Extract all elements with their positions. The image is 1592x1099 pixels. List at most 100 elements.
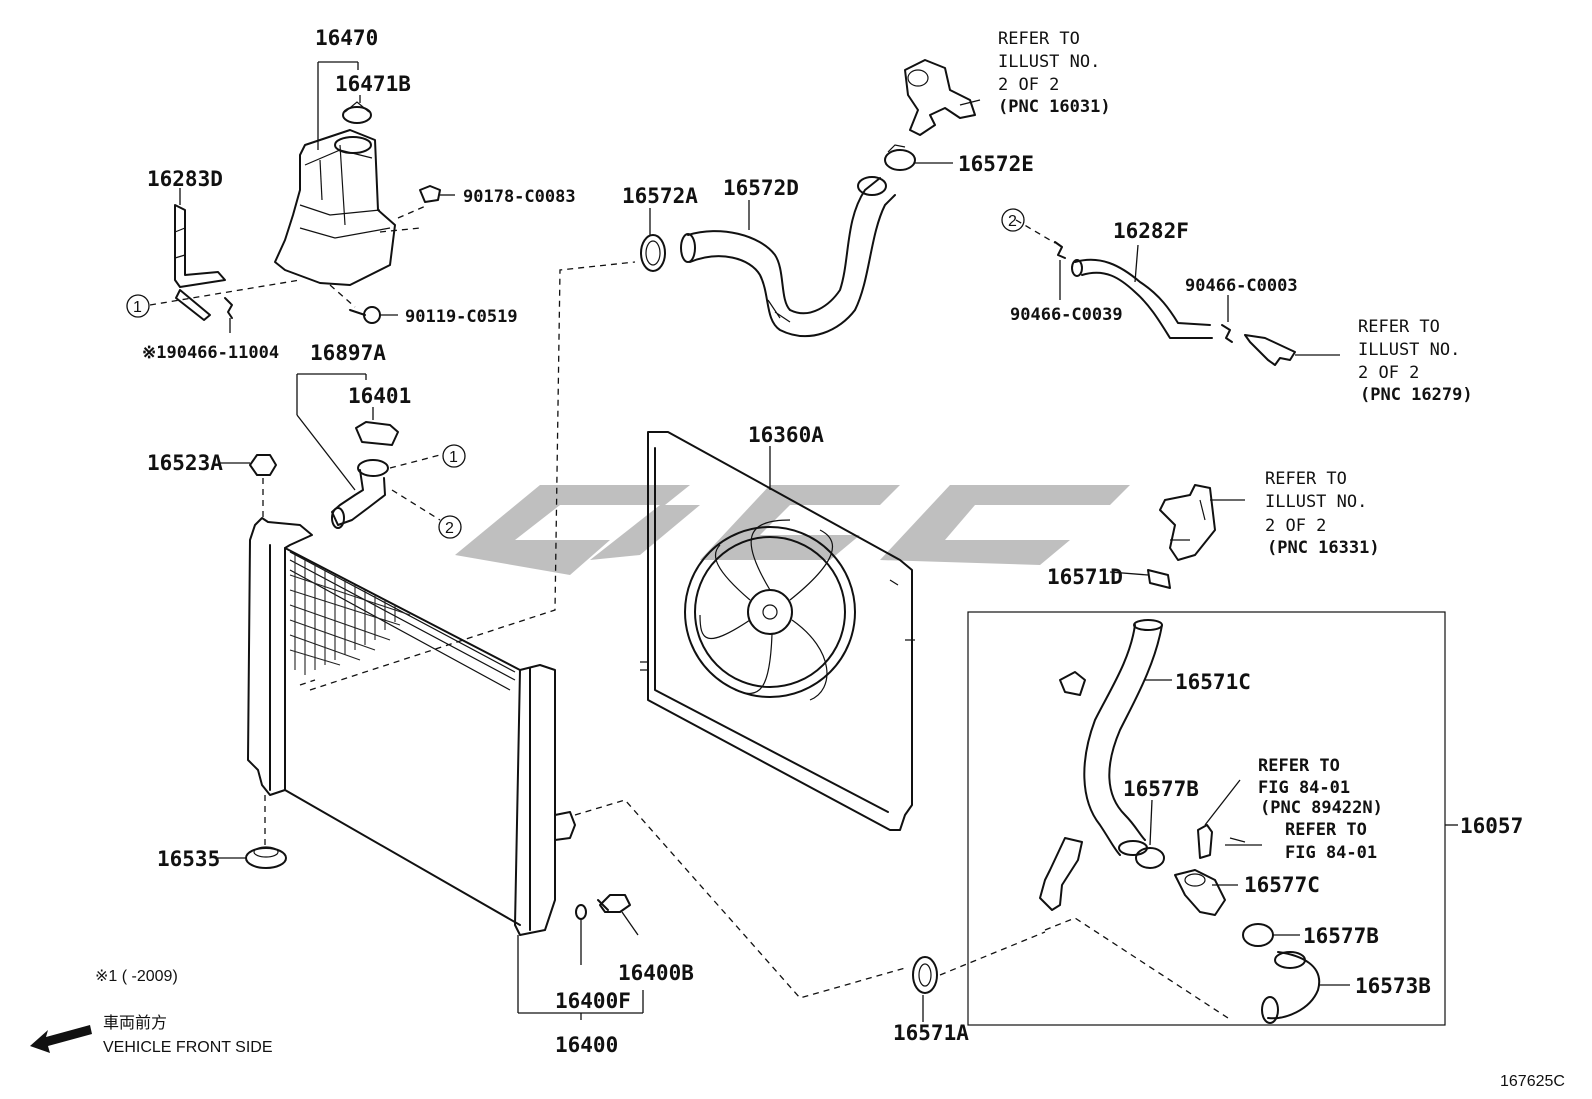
label-16282F: 16282F (1113, 219, 1189, 243)
label-16401: 16401 (348, 384, 411, 408)
svg-text:ILLUST NO.: ILLUST NO. (1358, 340, 1460, 360)
label-16470: 16470 (315, 26, 378, 50)
svg-text:(PNC 16279): (PNC 16279) (1360, 385, 1473, 405)
label-90466-C0039: 90466-C0039 (1010, 305, 1123, 325)
hose-clip-c0039 (1054, 241, 1066, 259)
coolant-temp-sensor (1197, 824, 1213, 859)
hose-clamp-16577B-upper (1135, 847, 1165, 869)
hose-clip-c0003 (1221, 324, 1233, 343)
svg-text:1: 1 (449, 449, 458, 466)
label-90178: 90178-C0083 (463, 187, 576, 207)
label-16400F: 16400F (555, 989, 631, 1013)
filler-neck (331, 459, 389, 529)
label-16571C: 16571C (1175, 670, 1251, 694)
label-16571D: 16571D (1047, 565, 1123, 589)
logo-watermark (455, 485, 1130, 575)
svg-text:2 OF 2: 2 OF 2 (1358, 363, 1419, 383)
ref-fig-84-01: REFER TO FIG 84-01 (1285, 820, 1377, 863)
label-16573B: 16573B (1355, 974, 1431, 998)
front-label-jp: 車両前方 (103, 1014, 167, 1032)
reservoir-cap (342, 101, 372, 124)
callout-2-neck: 2 (438, 515, 462, 539)
label-16897A: 16897A (310, 341, 386, 365)
hose-clamp-16572E (884, 144, 916, 171)
label-16400: 16400 (555, 1033, 618, 1057)
ref-fig-84-01-pnc: REFER TO FIG 84-01 (PNC 89422N) (1258, 756, 1383, 818)
bypass-pipe (1244, 334, 1296, 366)
svg-text:(PNC 89422N): (PNC 89422N) (1260, 798, 1383, 818)
reservoir-tank (274, 129, 396, 286)
nut-90178 (419, 185, 441, 203)
label-16572D: 16572D (723, 176, 799, 200)
water-inlet-16577C (1174, 869, 1226, 916)
label-16471B: 16471B (335, 72, 411, 96)
reservoir-hose (174, 204, 226, 321)
callout-1-neck: 1 (442, 444, 466, 468)
label-16400B: 16400B (618, 961, 694, 985)
upper-radiator-hose (680, 176, 896, 338)
label-16577B-upper: 16577B (1123, 777, 1199, 801)
label-90466-11004: ※190466-11004 (142, 343, 279, 363)
svg-text:1: 1 (133, 299, 142, 316)
svg-text:(PNC 16031): (PNC 16031) (998, 97, 1111, 117)
svg-text:REFER TO: REFER TO (1258, 756, 1340, 776)
radiator-cushion-lower (245, 846, 287, 869)
ref-pnc-16279: REFER TO ILLUST NO. 2 OF 2 (PNC 16279) (1358, 317, 1473, 405)
svg-text:FIG 84-01: FIG 84-01 (1285, 843, 1377, 863)
footnote: ※1 ( -2009) (95, 968, 178, 985)
label-16535: 16535 (157, 847, 220, 871)
hose-clip-box (1059, 671, 1086, 696)
label-16577C: 16577C (1244, 873, 1320, 897)
bracket (1039, 837, 1083, 911)
radiator-core-hatch (289, 555, 411, 675)
label-90119: 90119-C0519 (405, 307, 518, 327)
svg-text:REFER TO: REFER TO (1265, 469, 1347, 489)
svg-text:2 OF 2: 2 OF 2 (1265, 516, 1326, 536)
hose-16573B (1261, 951, 1321, 1024)
callout-1-left: 1 (126, 294, 150, 318)
fan-shroud (640, 431, 915, 831)
svg-text:2: 2 (445, 520, 454, 537)
svg-text:2 OF 2: 2 OF 2 (998, 75, 1059, 95)
radiator (247, 517, 576, 936)
label-16572A: 16572A (622, 184, 698, 208)
label-16283D: 16283D (147, 167, 223, 191)
o-ring (575, 904, 587, 920)
illustration-number: 167625C (1500, 1073, 1565, 1090)
svg-text:FIG 84-01: FIG 84-01 (1258, 778, 1350, 798)
label-16057: 16057 (1460, 814, 1523, 838)
connector-16571D (1147, 569, 1171, 589)
callout-2-bypass: 2 (1001, 208, 1025, 232)
label-16577B-lower: 16577B (1303, 924, 1379, 948)
drain-cock (597, 894, 631, 913)
bypass-hose (1071, 258, 1213, 339)
hose-clamp-16571A (912, 956, 938, 994)
label-90466-C0003: 90466-C0003 (1185, 276, 1298, 296)
ref-pnc-16331: REFER TO ILLUST NO. 2 OF 2 (PNC 16331) (1265, 469, 1380, 558)
front-label-en: VEHICLE FRONT SIDE (103, 1039, 273, 1056)
water-outlet (904, 59, 976, 136)
hose-clamp-16572A (640, 234, 666, 272)
svg-text:REFER TO: REFER TO (1285, 820, 1367, 840)
inlet-hose-16571C (1083, 619, 1163, 856)
svg-text:ILLUST NO.: ILLUST NO. (1265, 492, 1367, 512)
svg-text:REFER TO: REFER TO (1358, 317, 1440, 337)
label-16572E: 16572E (958, 152, 1034, 176)
svg-text:2: 2 (1008, 213, 1017, 230)
label-16523A: 16523A (147, 451, 223, 475)
svg-text:ILLUST NO.: ILLUST NO. (998, 52, 1100, 72)
hose-assembly-box (967, 611, 1446, 1026)
radiator-cap (355, 421, 399, 446)
svg-text:(PNC 16331): (PNC 16331) (1267, 538, 1380, 558)
arrow-left-icon (30, 1025, 92, 1053)
water-inlet-housing (1159, 484, 1216, 561)
label-16360A: 16360A (748, 423, 824, 447)
svg-text:REFER TO: REFER TO (998, 29, 1080, 49)
bolt-90119 (349, 306, 381, 324)
label-16571A: 16571A (893, 1021, 969, 1045)
hose-clip (224, 297, 233, 319)
hose-clamp-16577B-lower (1242, 923, 1274, 947)
radiator-cushion-upper (249, 454, 277, 476)
ref-pnc-16031: REFER TO ILLUST NO. 2 OF 2 (PNC 16031) (998, 29, 1111, 117)
